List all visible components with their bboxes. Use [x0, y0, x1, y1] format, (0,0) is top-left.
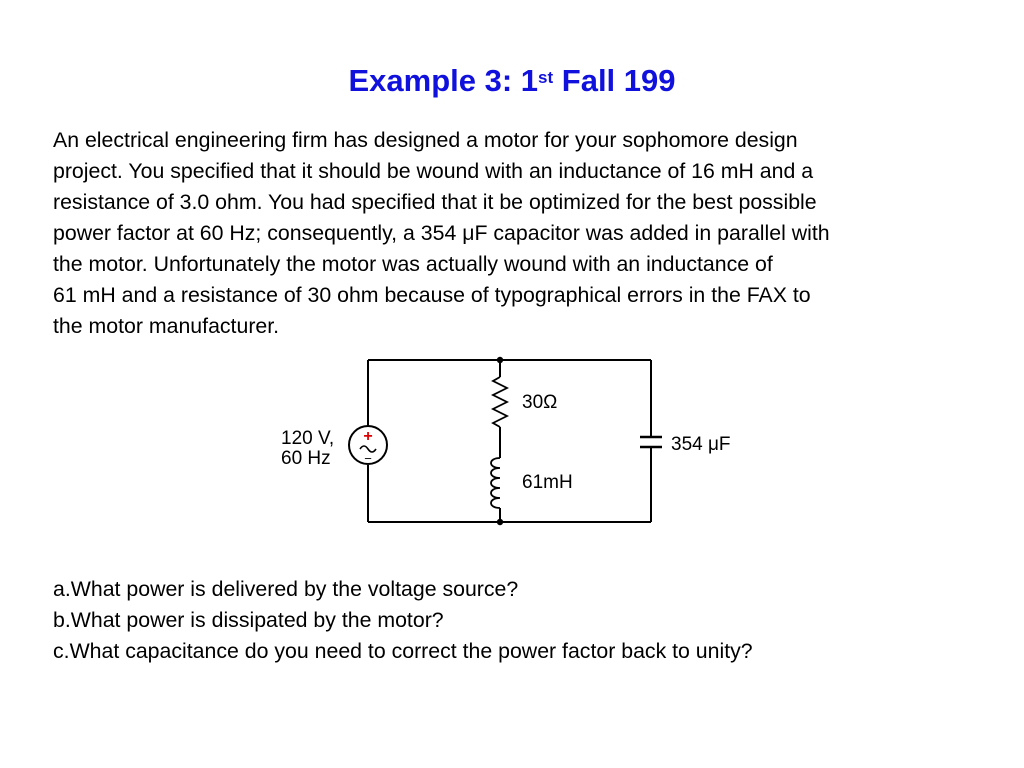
problem-line: the motor. Unfortunately the motor was a…	[53, 252, 773, 276]
capacitor-label: 354 μF	[671, 434, 731, 455]
problem-statement: An electrical engineering firm has desig…	[53, 125, 1003, 342]
junction-top	[496, 356, 504, 364]
source-plus-sign: +	[363, 428, 372, 445]
problem-line: 61 mH and a resistance of 30 ohm because…	[53, 283, 811, 307]
question-item: a.What power is delivered by the voltage…	[53, 577, 519, 601]
resistor-symbol	[490, 376, 510, 428]
resistor-label: 30Ω	[522, 392, 557, 413]
problem-line: An electrical engineering firm has desig…	[53, 128, 798, 152]
source-minus-sign: −	[364, 451, 372, 466]
question-item: c.What capacitance do you need to correc…	[53, 639, 753, 663]
source-voltage-label: 120 V,	[281, 428, 334, 449]
slide-title-text: Example 3: 1	[348, 62, 539, 98]
slide-title: Example 3: 1st Fall 199	[0, 63, 1024, 99]
inductor-symbol	[490, 457, 501, 509]
junction-bottom	[496, 518, 504, 526]
problem-line: the motor manufacturer.	[53, 314, 280, 338]
question-item: b.What power is dissipated by the motor?	[53, 608, 444, 632]
voltage-source-symbol	[348, 425, 388, 465]
problem-line: power factor at 60 Hz; consequently, a 3…	[53, 221, 830, 245]
problem-line: project. You specified that it should be…	[53, 159, 814, 183]
source-frequency-label: 60 Hz	[281, 448, 331, 469]
problem-line: resistance of 3.0 ohm. You had specified…	[53, 190, 817, 214]
inductor-label: 61mH	[522, 472, 573, 493]
ac-wave-icon	[359, 445, 377, 453]
questions-list: a.What power is delivered by the voltage…	[53, 574, 1003, 667]
slide-title-suffix: Fall 199	[553, 62, 676, 98]
slide-title-superscript: st	[538, 67, 554, 87]
